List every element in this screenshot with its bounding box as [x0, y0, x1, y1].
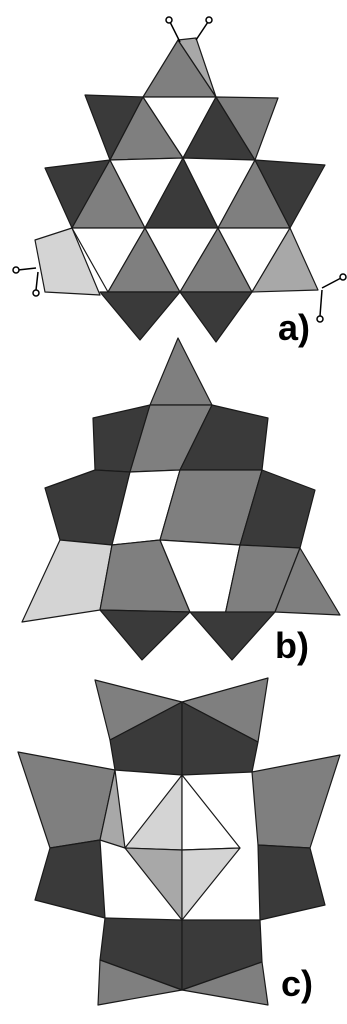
octahedron [99, 291, 181, 341]
octahedron [257, 844, 326, 921]
octahedron [177, 37, 217, 98]
ligand-right [316, 273, 347, 323]
panel-c-structure [17, 677, 341, 1006]
octahedron [17, 751, 116, 849]
panel-label-a: a) [278, 307, 311, 348]
octahedron [124, 847, 183, 921]
ligand-left [12, 266, 40, 297]
octahedron [254, 159, 326, 229]
ligand-top [165, 16, 213, 43]
octahedron [189, 611, 276, 661]
octahedron [99, 609, 191, 661]
octahedron [181, 961, 269, 1006]
octahedron [34, 227, 101, 296]
octahedron [215, 96, 279, 161]
octahedron [149, 337, 213, 406]
octahedron [251, 227, 319, 293]
octahedron [179, 291, 253, 343]
octahedron [34, 839, 106, 919]
octahedron [181, 847, 241, 921]
octahedron [99, 769, 126, 849]
panel-a-structure [12, 16, 347, 343]
panel-label-b: b) [275, 625, 309, 666]
octahedron [21, 539, 113, 623]
octahedron [251, 754, 341, 849]
panel-b-structure [21, 337, 341, 661]
panel-label-c: c) [281, 963, 314, 1004]
octahedron [274, 547, 341, 616]
octahedron [181, 774, 241, 851]
octahedron [97, 959, 183, 1006]
octahedron [124, 774, 183, 851]
